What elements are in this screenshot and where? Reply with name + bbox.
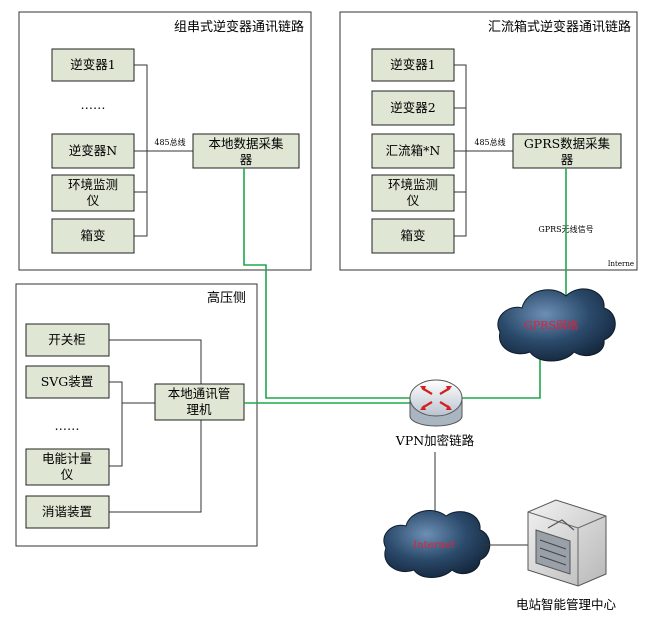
hv-node-energy-meter: 电能计量仪 [25,448,110,486]
panel-title-hv: 高压侧 [207,290,246,306]
router-icon [409,379,463,427]
hv-wiring [109,339,202,513]
green-links [243,168,567,404]
string-node-env-monitor: 环境监测仪 [51,174,135,212]
hv-node-meter-text: 电能计量仪 [42,451,92,482]
string-node-env-text: 环境监测仪 [68,177,118,208]
hv-node-switchgear: 开关柜 [25,323,110,357]
svg-text:逆变器N: 逆变器N [69,143,118,158]
hv-node-ellipsis: …… [55,418,80,433]
combiner-node-box-n: 汇流箱*N [371,133,455,169]
hv-node-svg-device: SVG装置 [25,365,110,399]
combiner-node-1: 逆变器1 [371,48,455,82]
corner-label: Interne [608,260,634,268]
combiner-node-2: 逆变器2 [371,90,455,126]
svg-text:SVG装置: SVG装置 [41,374,94,389]
string-node-ellipsis: …… [81,97,106,112]
string-collector-text: 本地数据采集器 [208,136,284,167]
hv-node-harmonic-elim: 消谐装置 [25,495,110,529]
svg-text:Internet: Internet [413,540,454,551]
svg-text:消谐装置: 消谐装置 [42,504,92,519]
center-label: 电站智能管理中心 [516,597,617,612]
svg-text:GPRS网络: GPRS网络 [524,318,578,332]
string-collector: 本地数据采集器 [192,133,300,169]
svg-text:汇流箱*N: 汇流箱*N [386,143,441,158]
string-node-box-transformer: 箱变 [51,218,135,254]
combiner-wiring [454,64,513,237]
gprs-collector-text: GPRS数据采集器 [524,136,611,167]
svg-text:开关柜: 开关柜 [48,332,86,347]
svg-text:逆变器2: 逆变器2 [390,100,435,115]
gprs-cloud-icon: GPRS网络 [497,288,616,362]
string-node-1: 逆变器1 [51,48,135,82]
combiner-bus-label: 485总线 [474,137,505,147]
combiner-node-env-text: 环境监测仪 [388,177,438,208]
svg-text:箱变: 箱变 [400,228,425,243]
router-label: VPN加密链路 [395,433,475,448]
svg-text:箱变: 箱变 [80,228,105,243]
panel-title-combiner: 汇流箱式逆变器通讯链路 [488,19,631,35]
server-icon [527,499,607,587]
string-wiring [134,64,193,237]
gprs-collector: GPRS数据采集器 [512,133,622,169]
combiner-node-env-monitor: 环境监测仪 [371,174,455,212]
combiner-node-box-transformer: 箱变 [371,218,455,254]
string-node-n: 逆变器N [51,133,135,169]
hv-manager-text: 本地通讯管理机 [168,386,231,417]
hv-comm-manager: 本地通讯管理机 [154,383,245,421]
internet-cloud-icon: Internet [383,510,491,578]
svg-text:逆变器1: 逆变器1 [70,57,115,72]
svg-text:逆变器1: 逆变器1 [390,57,435,72]
string-bus-label: 485总线 [154,137,185,147]
panel-title-string: 组串式逆变器通讯链路 [174,19,304,35]
